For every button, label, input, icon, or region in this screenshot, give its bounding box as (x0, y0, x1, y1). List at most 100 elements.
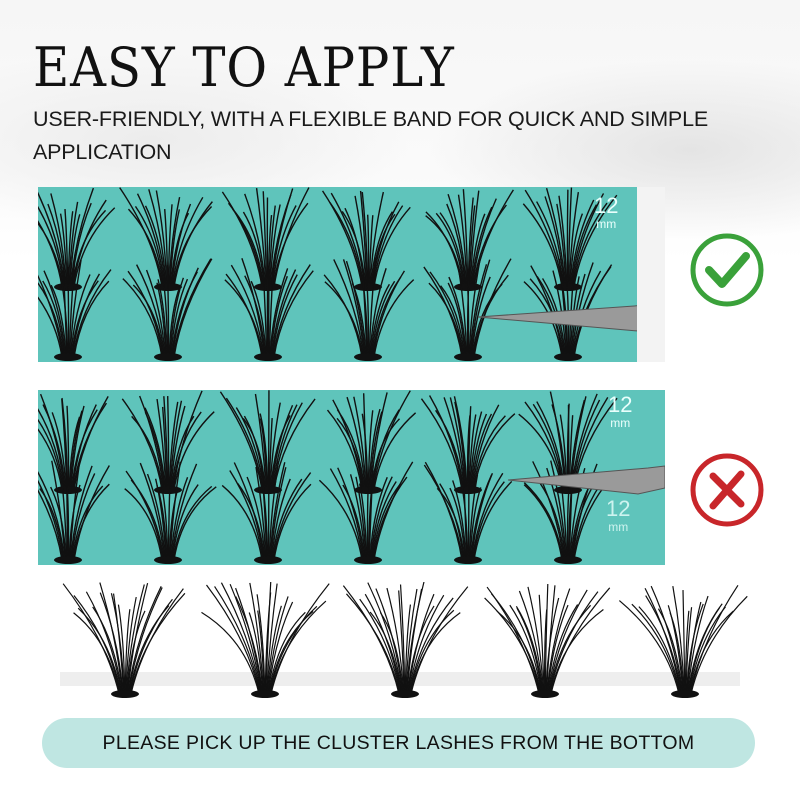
lash-strand (273, 187, 310, 288)
lash-band (111, 690, 139, 698)
lash-strand (259, 413, 269, 491)
lash-strand (43, 270, 66, 358)
lash-strand (346, 396, 366, 491)
lash-strand (255, 466, 267, 561)
lash-strand (71, 273, 101, 358)
lash-tray-illustration (38, 390, 665, 564)
lash-strand (690, 595, 748, 695)
lash-strand (379, 612, 404, 695)
lash-strand (368, 466, 374, 561)
lash-strand (410, 586, 469, 695)
lash-strand (466, 285, 470, 358)
lash-strand (145, 269, 166, 358)
lash-strand (172, 485, 213, 561)
lash-strand (270, 404, 294, 491)
lash-strand (523, 482, 564, 561)
lash-strand (439, 212, 466, 288)
lash-band (354, 556, 382, 564)
lash-strand (406, 588, 423, 695)
lash-strand (667, 605, 684, 695)
lash-strand (157, 279, 168, 358)
lash-strand (369, 268, 387, 358)
lash-strand (515, 606, 544, 695)
cluster-lashes-row (60, 582, 748, 698)
lash-strand (358, 483, 368, 561)
lash-strand (685, 607, 693, 695)
lash-band (454, 353, 482, 361)
lash-strand (71, 485, 104, 561)
lash-strand (127, 586, 162, 695)
lash-strand (232, 208, 265, 288)
lash-strand (370, 283, 391, 358)
lash-strand (333, 259, 365, 358)
lash-strand (38, 489, 63, 561)
lash-strand (570, 204, 598, 288)
lash-strand (148, 189, 167, 288)
lash-strand (366, 480, 370, 561)
lash-strand (221, 484, 263, 561)
lash-band (54, 556, 82, 564)
lash-strand (361, 413, 369, 491)
lash-strand (345, 260, 366, 358)
lash-strand (270, 415, 291, 491)
lash-strand (271, 205, 297, 288)
lash-strand (146, 473, 166, 561)
lash-strand (69, 214, 81, 288)
lash-strand (167, 204, 173, 288)
lash-strand (324, 281, 364, 358)
lash-strand (62, 583, 120, 695)
lash-strand (367, 582, 403, 695)
lash-strand (172, 390, 203, 491)
lash-strand (472, 481, 505, 561)
lash-strand (163, 396, 169, 491)
lash-strand (39, 393, 66, 491)
lash-strand (341, 210, 366, 288)
lash-strand (169, 277, 185, 358)
lash-strand (59, 213, 68, 288)
lash-strand (672, 586, 685, 695)
lash-strand (372, 476, 408, 561)
lash-band (554, 353, 582, 361)
lash-strand (172, 206, 213, 288)
lash-strand (407, 593, 435, 695)
lash-band (354, 353, 382, 361)
lash-strand (372, 270, 406, 358)
tray-edge (637, 187, 665, 362)
lash-strand (170, 463, 198, 561)
lash-strand (257, 610, 265, 695)
lash-strand (689, 584, 739, 695)
lash-strand (321, 190, 363, 288)
lash-strand (168, 401, 179, 491)
lash-band (254, 353, 282, 361)
lash-strand (371, 483, 402, 561)
lash-strand (546, 588, 571, 695)
lash-band (454, 486, 482, 494)
length-value: 12 (608, 392, 633, 417)
lash-strand (470, 413, 493, 491)
lash-strand (266, 605, 282, 695)
lash-strand (472, 415, 506, 491)
lash-strand (547, 604, 579, 695)
lash-band (254, 556, 282, 564)
lash-strand (73, 612, 121, 695)
lash-strand (173, 411, 215, 491)
lash-strand (144, 411, 166, 491)
lash-strand (269, 462, 286, 561)
lash-strand (131, 415, 164, 491)
lash-strand (448, 276, 467, 358)
lash-band (251, 690, 279, 698)
lash-strand (373, 206, 411, 288)
lash-strand (61, 480, 68, 561)
length-unit: mm (610, 416, 631, 430)
lash-strand (386, 587, 405, 695)
lash-strand (206, 584, 261, 695)
lash-strand (70, 465, 93, 561)
lash-band (154, 353, 182, 361)
lash-strand (50, 284, 67, 358)
lash-band (154, 556, 182, 564)
lash-strand (470, 413, 488, 491)
lash-strand (72, 483, 110, 561)
lash-strand (435, 212, 465, 288)
lash-strand (250, 280, 267, 358)
lash-band (54, 353, 82, 361)
